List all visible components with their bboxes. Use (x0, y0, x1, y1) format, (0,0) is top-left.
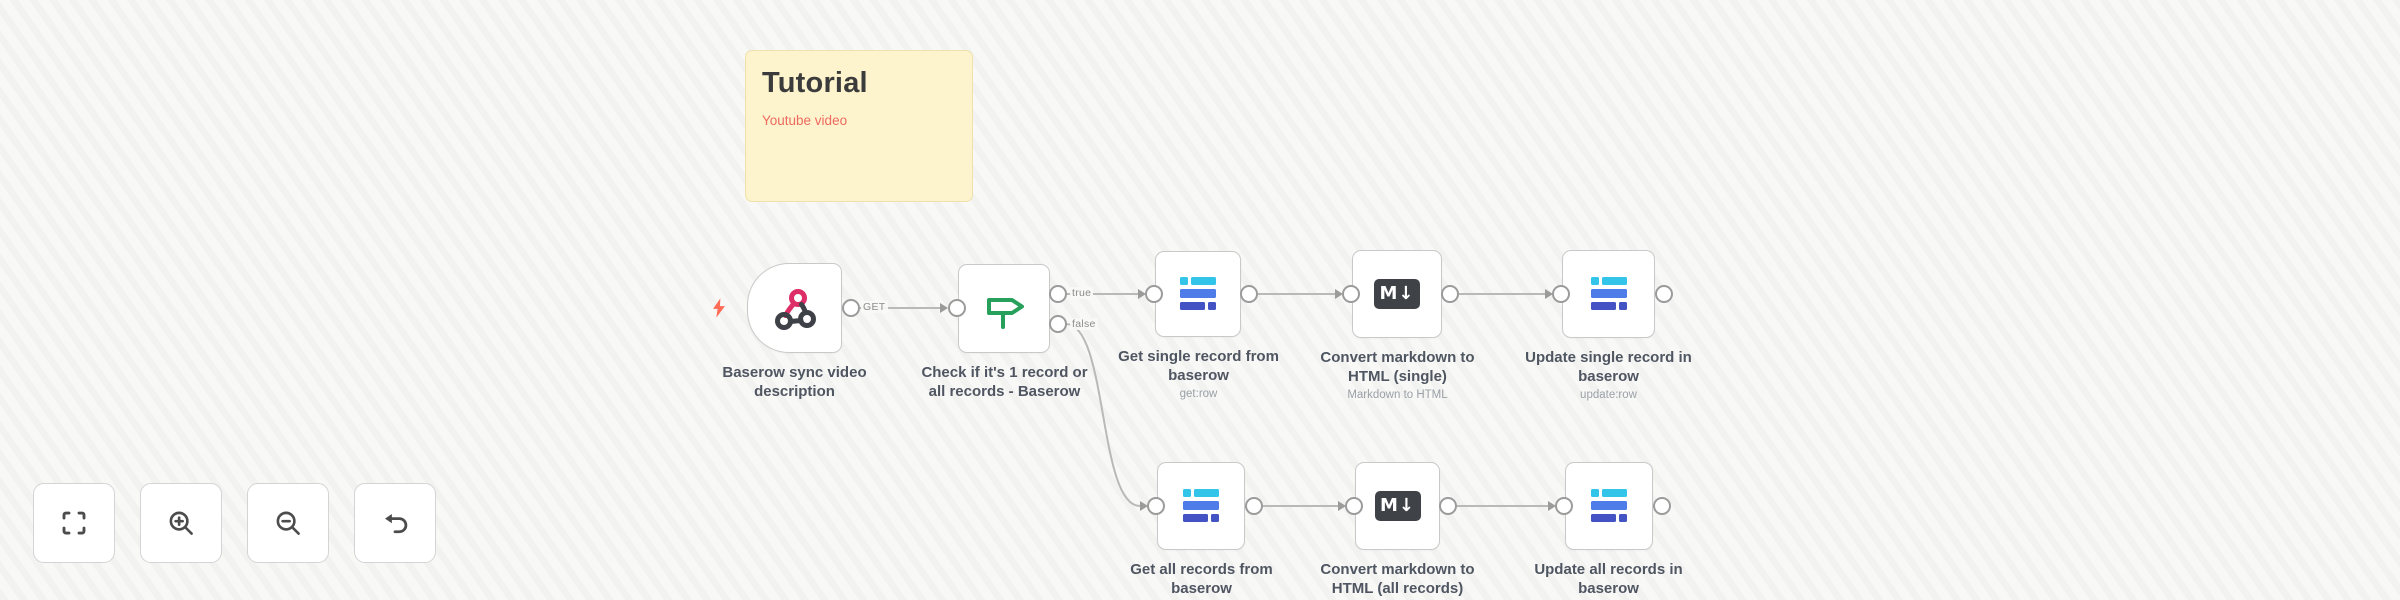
zoom-to-fit-icon (62, 511, 86, 535)
node-get-single-record[interactable] (1155, 251, 1241, 337)
output-connector[interactable] (842, 299, 860, 317)
edge-label-false: false (1070, 318, 1098, 330)
node-title: Convert markdown to HTML (all records) (1320, 561, 1475, 598)
output-connector[interactable] (1240, 285, 1258, 303)
node-label: Convert markdown to HTML (all records) (1310, 560, 1485, 598)
undo-button[interactable] (354, 483, 436, 563)
node-subtitle: get:row (1179, 388, 1218, 401)
markdown-icon: M↓ (1374, 279, 1420, 309)
zoom-to-fit-button[interactable] (33, 483, 115, 563)
output-connector[interactable] (1441, 285, 1459, 303)
output-connector[interactable] (1439, 497, 1457, 515)
youtube-video-link[interactable]: Youtube video (762, 113, 848, 128)
sticky-note[interactable]: Tutorial Youtube video (745, 50, 973, 202)
node-label: Check if it's 1 record or all records - … (917, 363, 1092, 401)
output-connector[interactable] (1655, 285, 1673, 303)
markdown-icon: M↓ (1374, 491, 1421, 521)
node-title: Update single record in baserow (1525, 349, 1692, 386)
trigger-bolt-icon (713, 298, 725, 318)
node-convert-markdown-all[interactable]: M↓ (1355, 462, 1440, 550)
node-update-single-record[interactable] (1562, 250, 1655, 338)
node-label: Convert markdown to HTML (single) Markdo… (1310, 348, 1485, 401)
webhook-icon (774, 289, 816, 330)
node-if[interactable] (958, 264, 1050, 353)
node-subtitle: update:row (1580, 389, 1637, 402)
zoom-in-icon (169, 511, 193, 535)
sticky-note-title: Tutorial (762, 67, 868, 99)
node-label: Baserow sync video description (707, 363, 882, 401)
node-webhook-trigger[interactable] (747, 263, 842, 353)
node-label: Update single record in baserow update:r… (1521, 348, 1696, 401)
baserow-icon (1591, 489, 1627, 522)
baserow-icon (1183, 489, 1219, 522)
node-title: Convert markdown to HTML (single) (1320, 349, 1475, 386)
node-label: Get single record from baserow get:row (1111, 347, 1286, 400)
node-title: Get single record from baserow (1118, 348, 1279, 385)
node-convert-markdown-single[interactable]: M↓ (1352, 250, 1442, 338)
node-label: Get all records from baserow (1114, 560, 1289, 598)
canvas-controls (33, 483, 436, 563)
baserow-icon (1590, 277, 1627, 310)
signpost-icon (987, 297, 1024, 329)
output-connector-false[interactable] (1049, 315, 1067, 333)
zoom-out-button[interactable] (247, 483, 329, 563)
node-title: Check if it's 1 record or all records - … (921, 364, 1088, 401)
output-connector-true[interactable] (1049, 285, 1067, 303)
undo-icon (385, 514, 408, 534)
node-title: Get all records from baserow (1130, 561, 1273, 598)
output-connector[interactable] (1653, 497, 1671, 515)
node-title: Update all records in baserow (1534, 561, 1683, 598)
node-get-all-records[interactable] (1157, 462, 1245, 550)
output-connector[interactable] (1245, 497, 1263, 515)
node-update-all-records[interactable] (1565, 462, 1653, 550)
edge-label-true: true (1070, 287, 1094, 299)
zoom-out-icon (276, 511, 300, 535)
edge-label-get: GET (861, 301, 888, 313)
node-label: Update all records in baserow (1521, 560, 1696, 598)
node-subtitle: Markdown to HTML (1347, 389, 1448, 402)
node-title: Baserow sync video description (722, 364, 867, 401)
zoom-in-button[interactable] (140, 483, 222, 563)
baserow-icon (1180, 277, 1216, 310)
